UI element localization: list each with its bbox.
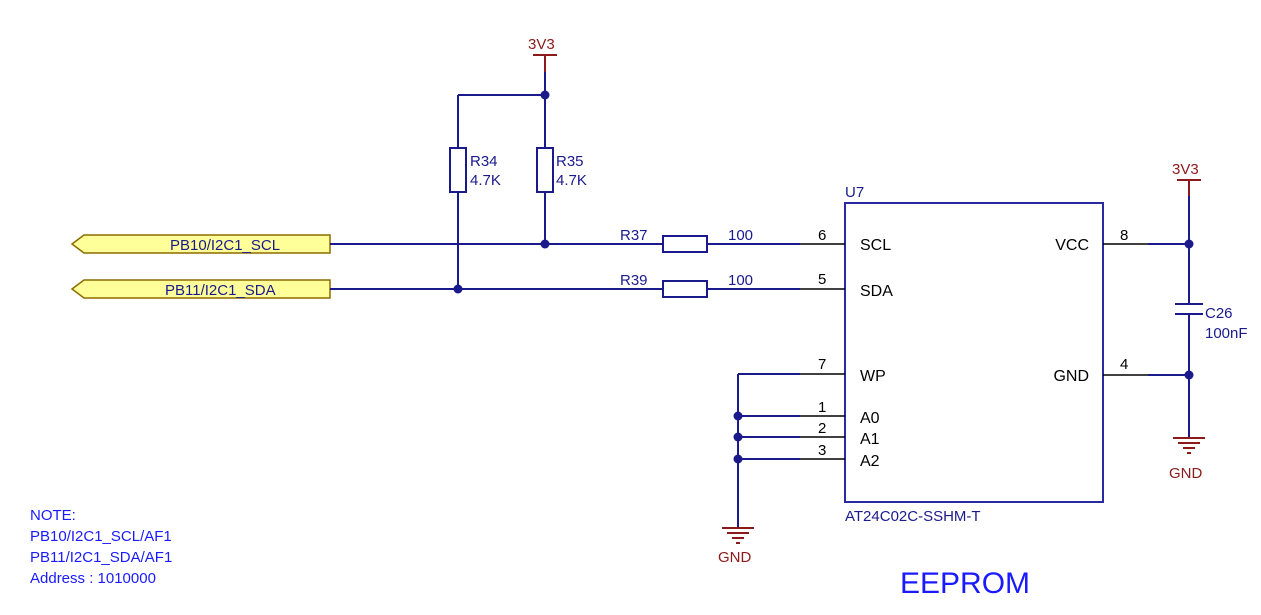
gnd-symbol-left: GND bbox=[718, 524, 754, 566]
chip-part: AT24C02C-SSHM-T bbox=[845, 508, 981, 525]
note-line: PB11/I2C1_SDA/AF1 bbox=[30, 549, 172, 566]
svg-text:3V3: 3V3 bbox=[528, 36, 555, 53]
r34-value: 4.7K bbox=[470, 172, 501, 189]
r37-ref: R37 bbox=[620, 227, 648, 244]
resistor-r39 bbox=[662, 280, 708, 298]
power-3v3-top: 3V3 bbox=[528, 36, 557, 72]
pin-name: A2 bbox=[860, 453, 880, 470]
pin-name: SDA bbox=[860, 283, 893, 300]
c26-ref: C26 bbox=[1205, 305, 1233, 322]
pin-name: A0 bbox=[860, 410, 880, 427]
power-3v3-right: 3V3 bbox=[1172, 161, 1201, 196]
pin-num: 3 bbox=[818, 442, 826, 459]
capacitor-c26 bbox=[1175, 303, 1203, 315]
r35-value: 4.7K bbox=[556, 172, 587, 189]
svg-text:3V3: 3V3 bbox=[1172, 161, 1199, 178]
pin-num: 4 bbox=[1120, 356, 1128, 373]
junction bbox=[733, 432, 743, 442]
junction bbox=[1184, 370, 1194, 380]
c26-value: 100nF bbox=[1205, 325, 1248, 342]
pin-name: VCC bbox=[1055, 237, 1089, 254]
pin-name: SCL bbox=[860, 237, 891, 254]
gnd-symbol-right: GND bbox=[1169, 437, 1205, 482]
resistor-r35 bbox=[536, 147, 554, 193]
svg-text:GND: GND bbox=[718, 549, 752, 566]
pin-num: 7 bbox=[818, 356, 826, 373]
chip-u7-body bbox=[844, 202, 1104, 503]
pin-name: WP bbox=[860, 368, 886, 385]
chip-ref: U7 bbox=[845, 184, 864, 201]
r39-ref: R39 bbox=[620, 272, 648, 289]
note-line: PB10/I2C1_SCL/AF1 bbox=[30, 528, 172, 545]
pin-num: 6 bbox=[818, 227, 826, 244]
r34-ref: R34 bbox=[470, 153, 498, 170]
svg-text:PB10/I2C1_SCL: PB10/I2C1_SCL bbox=[170, 237, 280, 254]
note-title: NOTE: bbox=[30, 507, 76, 524]
r35-ref: R35 bbox=[556, 153, 584, 170]
resistor-r37 bbox=[662, 235, 708, 253]
net-port-sda: PB11/I2C1_SDA bbox=[70, 279, 331, 299]
junction bbox=[540, 239, 550, 249]
pin-num: 5 bbox=[818, 271, 826, 288]
junction bbox=[733, 411, 743, 421]
net-port-scl: PB10/I2C1_SCL bbox=[70, 234, 331, 254]
pin-name: GND bbox=[1053, 368, 1089, 385]
r39-value: 100 bbox=[728, 272, 753, 289]
junction bbox=[453, 284, 463, 294]
pin-num: 2 bbox=[818, 420, 826, 437]
pin-num: 8 bbox=[1120, 227, 1128, 244]
resistor-r34 bbox=[449, 147, 467, 193]
svg-text:GND: GND bbox=[1169, 465, 1203, 482]
r37-value: 100 bbox=[728, 227, 753, 244]
note-block: NOTE: PB10/I2C1_SCL/AF1 PB11/I2C1_SDA/AF… bbox=[30, 507, 172, 587]
section-title: EEPROM bbox=[900, 567, 1030, 600]
pin-num: 1 bbox=[818, 399, 826, 416]
junction bbox=[733, 454, 743, 464]
pin-name: A1 bbox=[860, 431, 880, 448]
svg-text:PB11/I2C1_SDA: PB11/I2C1_SDA bbox=[165, 282, 276, 299]
note-line: Address : 1010000 bbox=[30, 570, 156, 587]
